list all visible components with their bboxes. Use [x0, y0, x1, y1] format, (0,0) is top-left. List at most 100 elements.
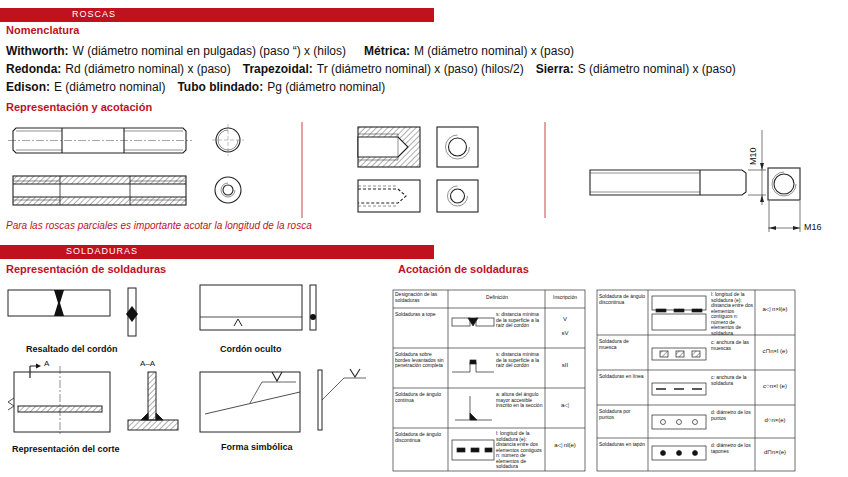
thread-type: Trapezoidal: — [243, 63, 313, 77]
weld-sketch — [652, 314, 706, 330]
table-cell: Soldadura de muesca — [599, 339, 646, 350]
weld-symbol: sII — [546, 362, 584, 369]
blind-hole-view — [358, 180, 420, 212]
symbolic-weld-plate — [318, 370, 322, 430]
threaded-rod — [590, 173, 700, 192]
weld-sketch — [455, 396, 492, 420]
thread-notation: S (diámetro nominal) x (paso) — [578, 63, 736, 77]
weld-sketch — [652, 383, 706, 395]
weld-symbol: c⊓n×l (e) — [756, 348, 794, 355]
table-cell: d: diámetro de los puntos — [711, 410, 754, 421]
table-grid — [393, 308, 585, 428]
notation-line: Edison:E (diámetro nominal)Tubo blindado… — [6, 77, 385, 95]
weld-dot — [310, 314, 316, 320]
table-grid — [597, 290, 795, 471]
thread-notation: Pg (diámetro nominal) — [267, 81, 385, 95]
subsection-heading: Nomenclatura — [6, 24, 79, 37]
dimension-arrow — [760, 163, 800, 230]
weld-sketch — [476, 318, 494, 326]
section-arrow — [36, 364, 41, 369]
table-grid — [597, 335, 795, 438]
weld-sketch — [470, 413, 477, 420]
symbolic-weld-plate — [200, 369, 366, 432]
table-cell: c: anchura de las muescas — [711, 340, 754, 351]
symbolic-weld-plate — [200, 372, 300, 432]
rod-end-view — [768, 168, 800, 200]
table-cell: s: distancia mínima de la superficie a l… — [496, 312, 544, 329]
dimension-arrow — [793, 226, 800, 230]
weld-sketch — [470, 360, 476, 364]
blind-hole-end-view — [449, 138, 467, 156]
threaded-tube-section — [13, 184, 186, 197]
table-cell: Soldadura de ángulo continua — [395, 392, 446, 403]
weld-sketch — [457, 448, 465, 452]
figure-caption: Representación del corte — [12, 444, 120, 454]
section-title: ROSCAS — [72, 10, 116, 20]
thread-type: Redonda: — [6, 63, 61, 77]
threaded-tube-section — [13, 176, 186, 205]
weld-symbol: sV — [546, 330, 584, 337]
dimension-line — [748, 130, 800, 232]
weld-symbol: a◁ n×l(e) — [756, 306, 794, 313]
blind-hole-end-view — [451, 189, 465, 203]
threaded-shaft — [8, 140, 192, 141]
table-cell: Soldadura por puntos — [599, 409, 646, 420]
thread-type: Sierra: — [536, 63, 574, 77]
threaded-tube-section — [60, 176, 130, 205]
weld-sketch — [656, 309, 666, 312]
weld-sketch — [652, 296, 706, 310]
weld-sketch — [652, 415, 706, 429]
dimension-arrow — [769, 226, 776, 230]
thread-notation: W (diámetro nominal en pulgadas) (paso “… — [73, 45, 346, 59]
rod-end-view — [774, 174, 794, 194]
subsection-heading: Acotación de soldaduras — [398, 263, 529, 276]
hidden-weld-plate — [310, 285, 316, 330]
dimension-line — [748, 130, 766, 205]
thread-type: Edison: — [6, 81, 50, 95]
weld-sketch — [677, 451, 682, 456]
weld-sketch — [674, 309, 684, 312]
t-joint-section — [141, 413, 148, 420]
section-weld-plate — [30, 366, 39, 378]
table-cell: s: distancia mínima de la superficie a l… — [496, 352, 544, 369]
hidden-weld-plate — [200, 285, 302, 330]
table-cell: Soldaduras en tapón — [599, 442, 646, 448]
threaded-rod — [590, 170, 746, 195]
symbolic-weld-plate — [350, 369, 360, 377]
thread-type: Withworth: — [6, 45, 69, 59]
tube-end-view — [223, 185, 233, 195]
subsection-heading: Representación de soldaduras — [6, 263, 166, 276]
tube-end-view — [221, 183, 235, 197]
threaded-rod — [590, 170, 746, 195]
section-weld-plate — [60, 366, 61, 436]
weld-sketch — [485, 448, 492, 452]
threaded-tube-section — [13, 181, 186, 200]
table-cell: Soldadura sobre bordes levantados sin pe… — [395, 352, 446, 369]
section-weld-plate — [8, 398, 14, 410]
t-joint-section — [148, 372, 156, 420]
thread-type: Métrica: — [364, 45, 410, 59]
rod-end-view — [772, 172, 796, 196]
table-cell: l: longitud de la soldadura (e): distanc… — [496, 431, 544, 470]
section-title: SOLDADURAS — [66, 247, 138, 257]
table-header: Definición — [450, 295, 544, 301]
shaft-end-view — [212, 124, 244, 156]
section-letter: A — [44, 359, 49, 368]
weld-sketch — [677, 420, 682, 425]
notation-line: Redonda:Rd (diámetro nominal) x (paso)Tr… — [6, 59, 736, 77]
subsection-heading: Representación y acotación — [6, 101, 152, 114]
weld-sketch — [692, 351, 700, 357]
blind-hole-section — [358, 134, 398, 160]
hidden-weld-plate — [200, 285, 316, 330]
note-text: Para las roscas parciales es importante … — [6, 220, 312, 232]
figure-caption: Resaltado del cordón — [26, 344, 118, 354]
weld-dot — [310, 314, 316, 320]
blind-hole-end-view — [437, 180, 478, 212]
dimension-label: M10 — [748, 147, 758, 165]
table-cell: l: longitud de la soldadura (e): distanc… — [711, 292, 754, 336]
table-cell: a: altura del ángulo mayor accesible ins… — [496, 392, 544, 409]
t-joint-section — [128, 420, 178, 430]
weld-bead — [126, 306, 138, 322]
weld-sketch — [656, 388, 702, 390]
